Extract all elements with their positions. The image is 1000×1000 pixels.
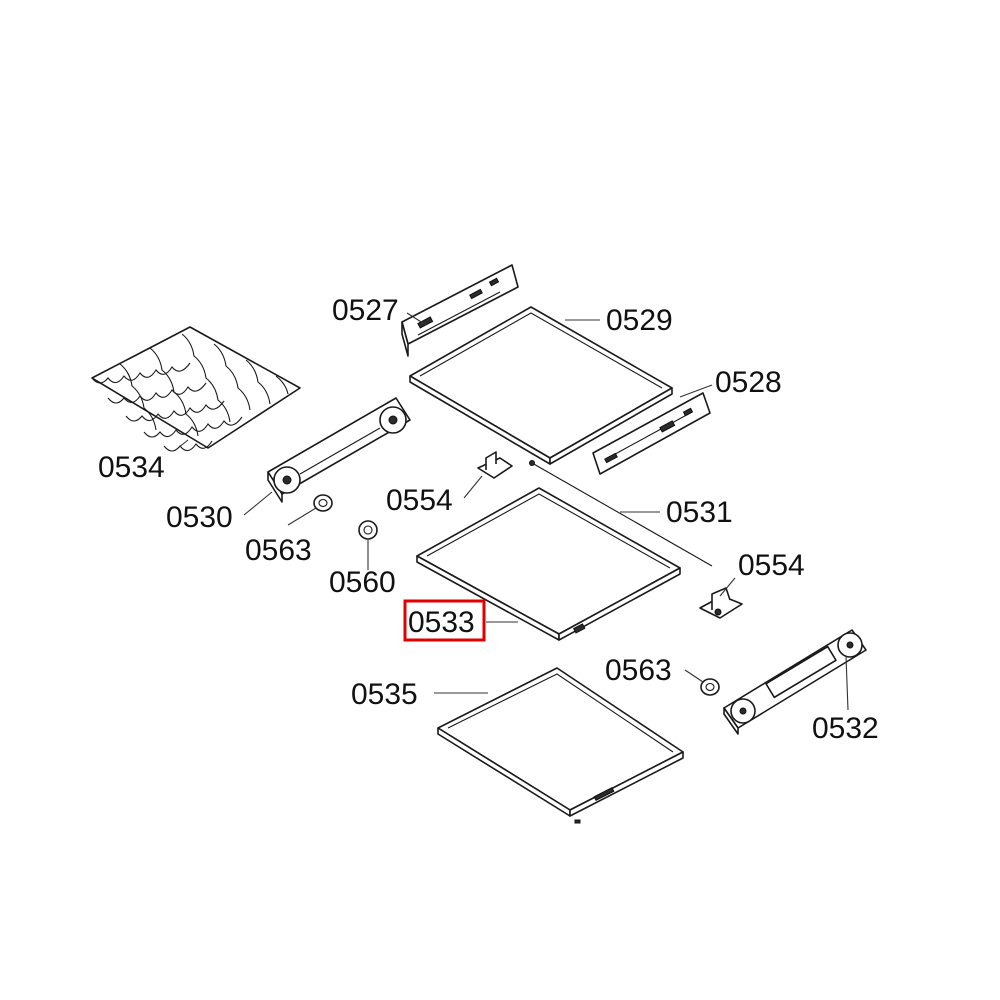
callout-0563-right: 0563 xyxy=(605,654,672,687)
callout-0554-upper: 0554 xyxy=(386,484,453,517)
leader-lines xyxy=(177,312,849,711)
leader-0554a xyxy=(463,475,483,499)
callout-0527: 0527 xyxy=(332,294,399,327)
leader-0563a xyxy=(287,507,317,526)
bottom-shelf-part[interactable] xyxy=(437,667,684,824)
washer-left-part[interactable] xyxy=(313,494,333,512)
callout-0563-left: 0563 xyxy=(245,534,312,567)
middle-shelf-part[interactable] xyxy=(416,487,681,641)
callout-0560: 0560 xyxy=(329,566,396,599)
leader-0530 xyxy=(243,491,273,516)
callout-0535: 0535 xyxy=(351,678,418,711)
callout-0529: 0529 xyxy=(606,304,673,337)
bushing-part[interactable] xyxy=(358,520,378,540)
top-shelf-part[interactable] xyxy=(409,306,673,465)
leader-0554b xyxy=(719,577,736,597)
highlight-box xyxy=(403,599,486,642)
callout-0554-lower: 0554 xyxy=(738,549,805,582)
callout-0533: 0533 xyxy=(408,606,475,639)
leader-0534 xyxy=(177,439,189,449)
bottle-rack-part[interactable] xyxy=(91,326,301,452)
callout-0530: 0530 xyxy=(166,501,233,534)
leader-0528 xyxy=(679,384,713,398)
callout-labels: 0527 0529 0528 0534 0530 0554 0531 0563 … xyxy=(98,294,879,745)
clip-upper-part[interactable] xyxy=(477,451,513,479)
callout-0528: 0528 xyxy=(715,366,782,399)
clip-lower-part[interactable] xyxy=(699,587,743,619)
rod-part[interactable] xyxy=(529,460,713,567)
right-hinge-bracket-part[interactable] xyxy=(723,629,867,735)
right-rail-part[interactable] xyxy=(592,392,711,475)
callout-0531: 0531 xyxy=(666,496,733,529)
leader-0532 xyxy=(845,655,849,711)
leader-0563b xyxy=(684,669,704,683)
callout-0532: 0532 xyxy=(812,712,879,745)
leader-0527 xyxy=(406,312,427,326)
left-hinge-bracket-part[interactable] xyxy=(267,397,411,503)
washer-right-part[interactable] xyxy=(700,678,720,696)
left-rail-part[interactable] xyxy=(401,264,519,357)
callout-0534: 0534 xyxy=(98,451,165,484)
